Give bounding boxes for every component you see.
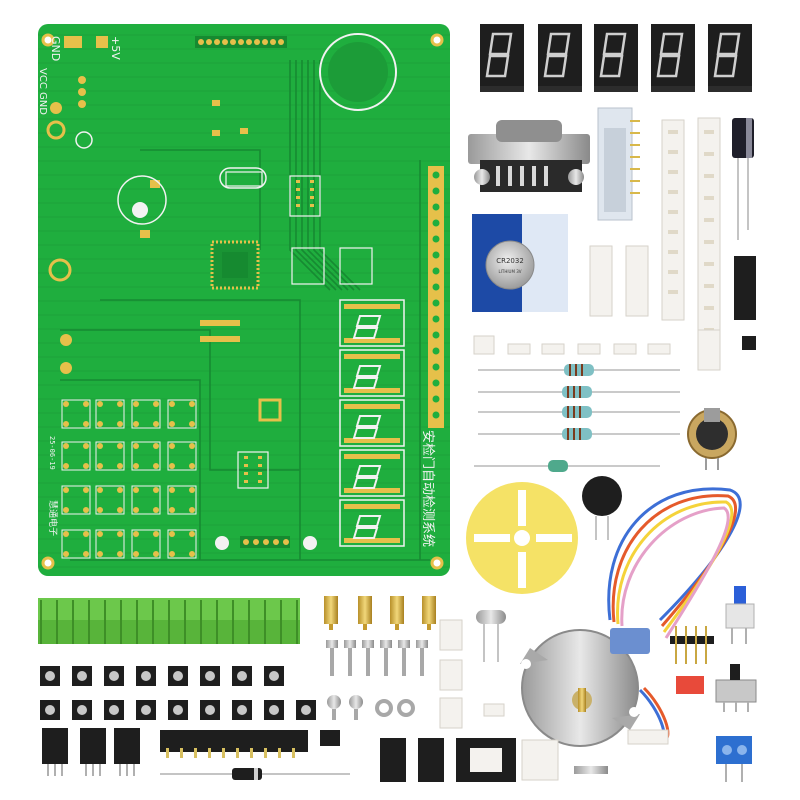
seven-seg-1 xyxy=(480,24,524,92)
crystal xyxy=(476,610,506,662)
battery-holder xyxy=(687,408,737,470)
seven-seg-5 xyxy=(708,24,752,92)
jst-column xyxy=(439,619,505,729)
jst-connectors xyxy=(473,245,721,371)
screws xyxy=(326,640,428,720)
dip-switch xyxy=(676,676,704,694)
female-headers xyxy=(661,117,721,369)
regulators xyxy=(42,728,444,782)
black-header xyxy=(734,256,756,350)
ic-sockets xyxy=(456,738,516,782)
crystal-footprint xyxy=(219,167,267,189)
idc-header xyxy=(597,107,640,221)
resistors xyxy=(474,364,680,472)
smd-chip xyxy=(320,730,340,746)
5v-label: +5V xyxy=(109,36,122,60)
terminal-blocks xyxy=(38,598,300,644)
button-matrix-footprint xyxy=(61,399,197,559)
seven-seg-footprints xyxy=(339,299,405,547)
pcb-logo: 慧通电子 xyxy=(47,500,59,536)
vcc-gnd-label: VCC GND xyxy=(37,68,48,115)
gnd-label: GND xyxy=(49,36,62,61)
pin-strip xyxy=(160,730,308,758)
stepper-motor xyxy=(520,628,650,747)
mcu-chip xyxy=(210,240,260,290)
seven-segment-displays xyxy=(480,24,752,92)
push-switch xyxy=(725,586,755,644)
seven-seg-2 xyxy=(538,24,582,92)
electrolytic-capacitor xyxy=(732,118,754,240)
header-top xyxy=(195,36,287,48)
diode xyxy=(160,768,350,780)
jumper-connector xyxy=(521,739,608,781)
buzzer-footprint xyxy=(319,33,397,111)
blue-terminal xyxy=(716,736,752,782)
db9-connector xyxy=(468,120,590,192)
jst-plug xyxy=(627,729,669,745)
seven-seg-3 xyxy=(594,24,638,92)
slide-switch xyxy=(715,664,757,712)
yellow-wheel xyxy=(466,482,578,594)
lcd-header xyxy=(428,166,444,428)
coin-cell-package: CR2032 LITHIUM 3V xyxy=(472,214,568,312)
buzzer xyxy=(582,476,622,540)
pcb-date: 25-06-19 xyxy=(48,436,56,470)
pin-header-male xyxy=(670,626,714,664)
coin-cell-sub: LITHIUM 3V xyxy=(499,269,522,274)
tactile-buttons xyxy=(40,666,316,720)
seven-seg-4 xyxy=(651,24,695,92)
stepper-wires xyxy=(607,487,742,742)
brass-standoffs xyxy=(324,596,436,630)
coin-cell-label: CR2032 xyxy=(496,257,524,265)
pcb-board: GND +5V VCC GND xyxy=(37,24,450,576)
pcb-title: 安检门自动检测系统 xyxy=(420,430,435,547)
